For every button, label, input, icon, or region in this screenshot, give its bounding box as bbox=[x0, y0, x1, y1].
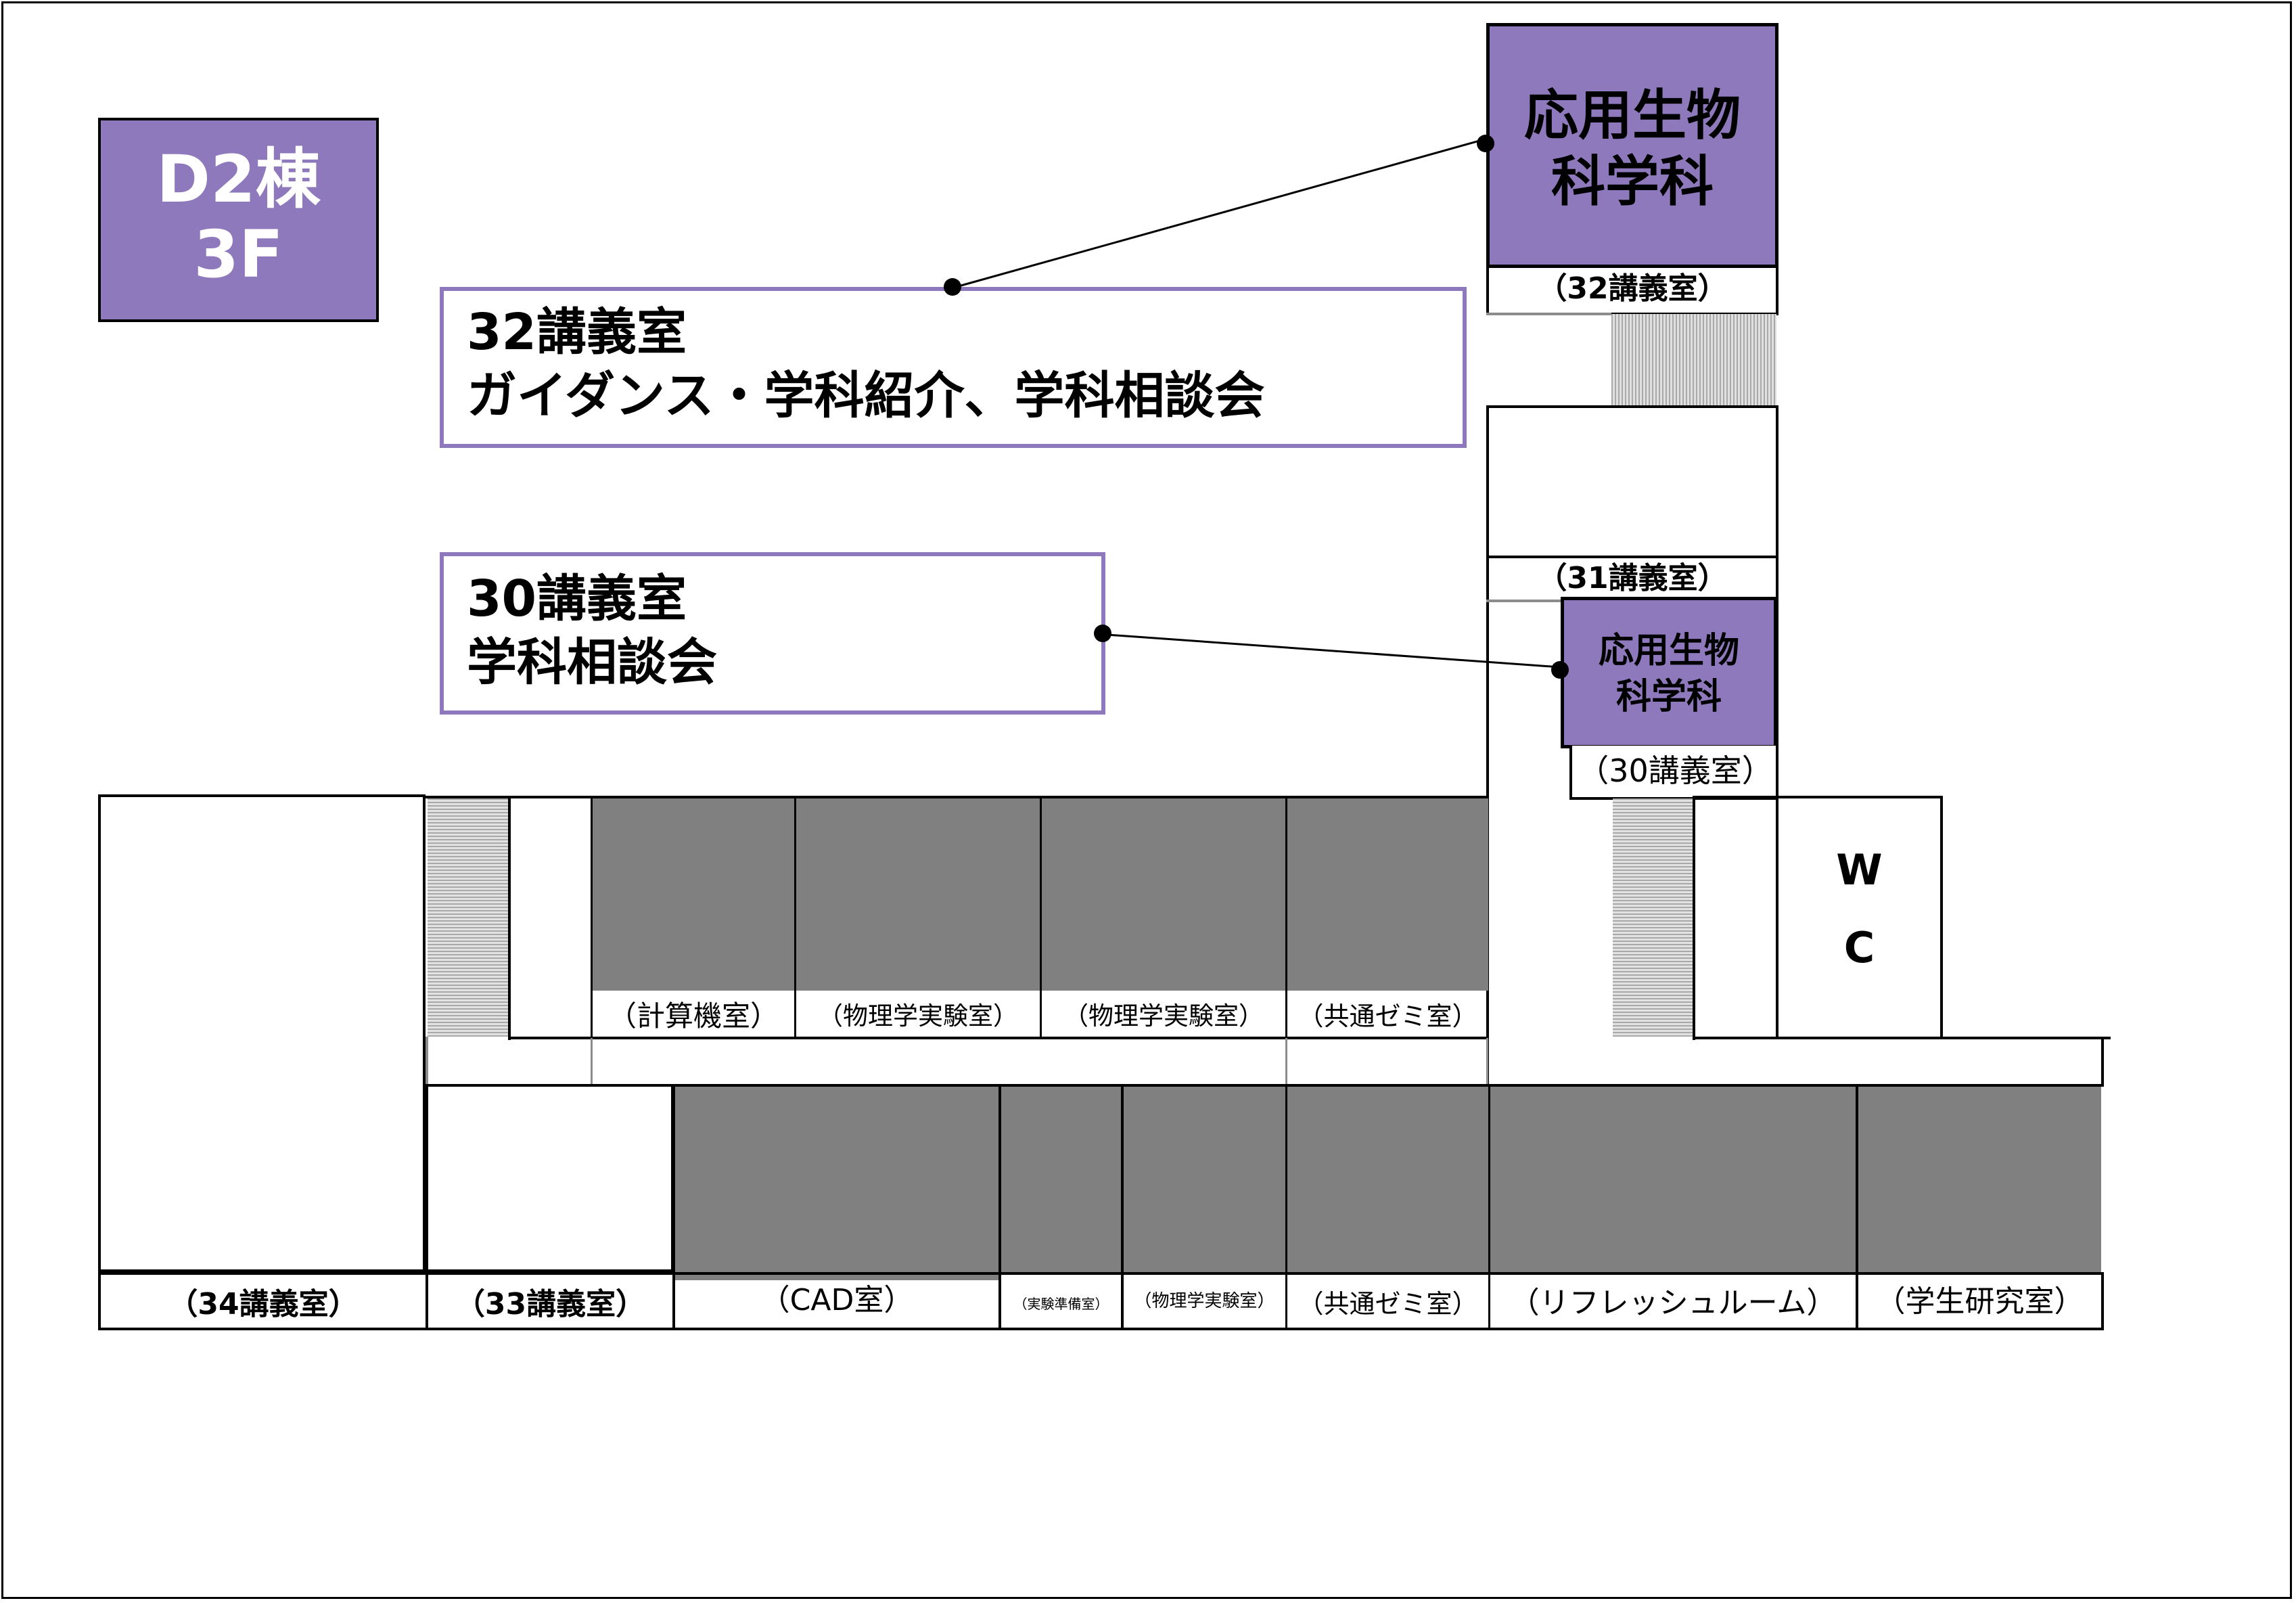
room-34-block bbox=[98, 794, 426, 1272]
room-label-refresh: （リフレッシュルーム） bbox=[1509, 1286, 1837, 1320]
room-label-33: （33講義室） bbox=[455, 1287, 646, 1322]
room-label-cad: （CAD室） bbox=[760, 1283, 914, 1317]
room-label-32: （32講義室） bbox=[1537, 271, 1728, 306]
wc-label-w: W bbox=[1836, 844, 1883, 895]
room-label-prep: （実験準備室） bbox=[1013, 1295, 1109, 1312]
room-seminar-2 bbox=[1287, 1087, 1488, 1283]
floor-badge-building: D2棟 bbox=[156, 141, 321, 217]
room-computer bbox=[593, 798, 794, 991]
upper-divider-1 bbox=[591, 796, 593, 1038]
room-label-30: （30講義室） bbox=[1578, 752, 1773, 789]
room-label-seminar-1: （共通ゼミ室） bbox=[1298, 1001, 1478, 1031]
west-stairs-wall bbox=[508, 796, 511, 1040]
upper-divider-4 bbox=[1285, 796, 1287, 1038]
room-label-physics-3: （物理学実験室） bbox=[1134, 1290, 1275, 1311]
lower-divider-6 bbox=[1856, 1084, 1858, 1330]
room-physics-2 bbox=[1042, 798, 1285, 991]
corridor-east-end bbox=[2101, 1037, 2104, 1085]
wing-divider-1 bbox=[1486, 313, 1611, 315]
corridor-tick-3 bbox=[1486, 1038, 1488, 1084]
room-label-physics-1: （物理学実験室） bbox=[818, 1001, 1018, 1031]
room-student bbox=[1858, 1087, 2101, 1283]
callout-lecture-room-32[interactable]: 32講義室 ガイダンス・学科紹介、学科相談会 bbox=[440, 287, 1467, 448]
room-physics-1 bbox=[796, 798, 1040, 991]
stairs-west bbox=[428, 798, 508, 1037]
upper-divider-3 bbox=[1040, 796, 1042, 1038]
wing-right-wall bbox=[1776, 555, 1778, 798]
callout-32-title: 32講義室 bbox=[467, 303, 687, 361]
callout-lecture-room-30[interactable]: 30講義室 学科相談会 bbox=[440, 552, 1105, 715]
corridor-tick-2 bbox=[1285, 1038, 1287, 1084]
callout-30-title: 30講義室 bbox=[467, 570, 687, 628]
dept-room-small[interactable]: 応用生物 科学科 bbox=[1561, 597, 1777, 748]
room-33-block bbox=[426, 1084, 674, 1272]
upper-row-top-wall bbox=[426, 796, 1489, 798]
room-label-31: （31講義室） bbox=[1537, 561, 1728, 595]
corridor-tick-1 bbox=[591, 1038, 593, 1084]
lower-strip-fill-cad bbox=[675, 1275, 998, 1280]
wc-room bbox=[1776, 796, 1943, 1039]
stairs-east bbox=[1613, 798, 1693, 1037]
lower-divider-2 bbox=[998, 1084, 1001, 1330]
leader-dot-30-room bbox=[1551, 661, 1569, 679]
room-seminar-1 bbox=[1287, 798, 1488, 991]
leader-dot-32-callout bbox=[944, 278, 961, 296]
room-prep bbox=[1001, 1087, 1121, 1283]
dept-top-line2: 科学科 bbox=[1551, 150, 1714, 213]
lower-divider-3 bbox=[1121, 1084, 1124, 1330]
callout-32-desc: ガイダンス・学科紹介、学科相談会 bbox=[467, 367, 1265, 425]
dept-small-line2: 科学科 bbox=[1615, 676, 1722, 717]
dept-top-line1: 応用生物 bbox=[1524, 84, 1741, 147]
wing-room-middle bbox=[1486, 405, 1778, 558]
dept-room-top[interactable]: 応用生物 科学科 bbox=[1486, 23, 1778, 268]
upper-divider-2 bbox=[794, 796, 796, 1038]
room-label-computer: （計算機室） bbox=[607, 999, 779, 1033]
corridor-bottom-line bbox=[426, 1037, 428, 1087]
room-label-34: （34講義室） bbox=[168, 1287, 359, 1322]
room-label-seminar-2: （共通ゼミ室） bbox=[1298, 1288, 1478, 1319]
room-physics-3 bbox=[1124, 1087, 1285, 1283]
leader-dot-30-callout bbox=[1094, 625, 1111, 642]
upper-row-bottom-wall bbox=[508, 1037, 1489, 1039]
floor-badge-floor: 3F bbox=[193, 217, 283, 292]
room-cad bbox=[675, 1087, 998, 1283]
callout-30-desc: 学科相談会 bbox=[467, 633, 717, 692]
lower-divider-5 bbox=[1488, 1084, 1490, 1330]
floor-badge: D2棟 3F bbox=[98, 118, 379, 322]
lower-label-strip bbox=[98, 1272, 2104, 1330]
east-stairs-wall bbox=[1693, 796, 1695, 1040]
lower-divider-1 bbox=[672, 1084, 675, 1330]
stairs-wing-upper bbox=[1611, 314, 1776, 407]
wing-divider-2 bbox=[1486, 600, 1561, 602]
room-label-physics-2: （物理学実験室） bbox=[1063, 1001, 1264, 1031]
leader-dot-32-room bbox=[1477, 135, 1494, 152]
dept-small-line1: 応用生物 bbox=[1598, 630, 1739, 671]
room-label-student: （学生研究室） bbox=[1875, 1284, 2084, 1319]
lower-divider-4 bbox=[1285, 1084, 1287, 1330]
lower-divider-0 bbox=[426, 1272, 428, 1330]
wc-label-c: C bbox=[1843, 922, 1875, 972]
room-refresh bbox=[1490, 1087, 1856, 1283]
lower-row-top-wall bbox=[426, 1084, 2104, 1087]
